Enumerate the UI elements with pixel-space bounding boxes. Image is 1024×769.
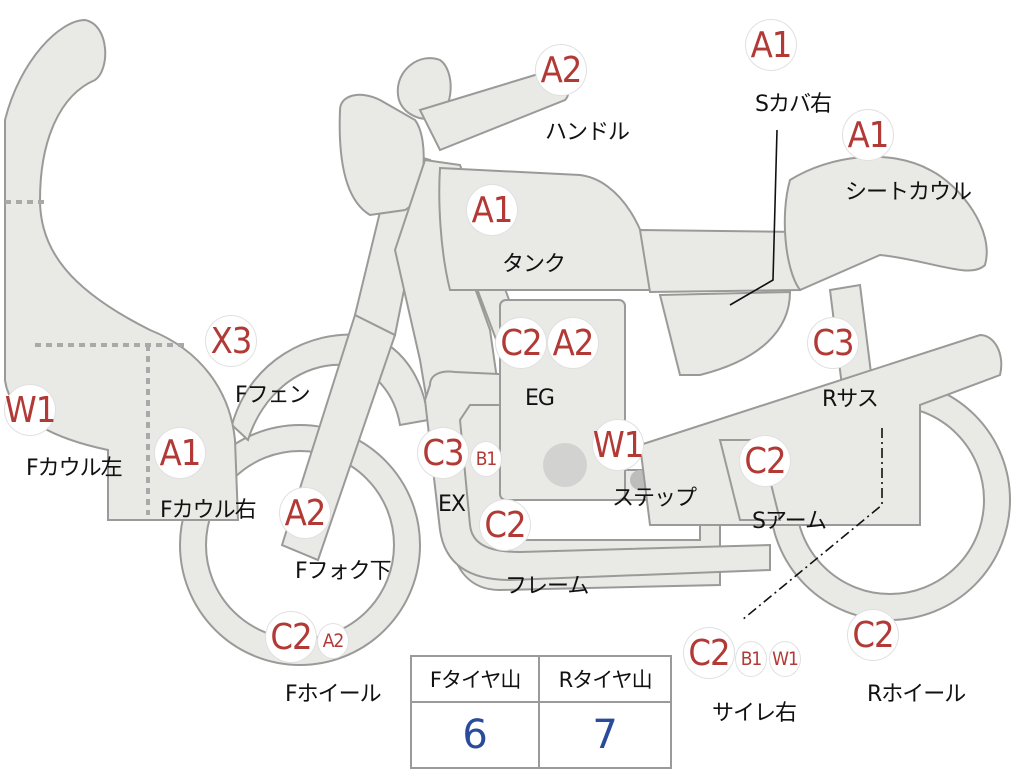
f-fender-label: Fフェン [235, 383, 311, 408]
seat-cowl-label: シートカウル [845, 180, 972, 205]
f-cowl-left-rating-badge: W1 [5, 385, 56, 435]
handle-label: ハンドル [545, 120, 630, 145]
s-cover-leader [729, 129, 778, 306]
eg-rating-badge-1: C2 [496, 318, 546, 368]
f-cowl-right-label: Fカウル右 [160, 498, 257, 523]
seat-cowl-rating-badge: A1 [843, 110, 893, 160]
muffler-right-rating-badge-3: W1 [770, 642, 800, 676]
muffler-leader [741, 428, 883, 621]
cowl-divider-bottom [35, 343, 188, 515]
r-sus-label: Rサス [822, 387, 879, 412]
front-cowl-shape [4, 18, 240, 521]
s-cover-right-rating-badge: A1 [746, 20, 796, 70]
f-wheel-label: Fホイール [285, 682, 382, 707]
tire-tread-table: Fタイヤ山 Rタイヤ山 6 7 [409, 655, 672, 769]
exhaust-shape [423, 370, 771, 582]
tank-label: タンク [502, 252, 566, 277]
r-tire-value: 7 [538, 701, 672, 769]
tank-rating-badge: A1 [467, 185, 517, 235]
frame-label: フレーム [505, 574, 589, 599]
side-cover-shape [658, 290, 792, 376]
muffler-right-rating-badge-1: C2 [684, 628, 734, 678]
seat-cowl-shape [783, 155, 988, 292]
r-tire-header: Rタイヤ山 [538, 655, 672, 703]
f-wheel-rating-badge-1: C2 [266, 612, 316, 662]
ex-label: EX [438, 492, 466, 517]
frame-rating-badge: C2 [480, 500, 530, 550]
ex-rating-badge-2: B1 [471, 442, 501, 476]
tire-table-value-row: 6 7 [409, 701, 672, 769]
s-cover-right-label: Sカバ右 [755, 92, 832, 117]
tire-table-header-row: Fタイヤ山 Rタイヤ山 [409, 655, 672, 703]
f-fork-lower-rating-badge: A2 [280, 488, 330, 538]
f-cowl-left-label: Fカウル左 [26, 456, 123, 481]
r-wheel-label: Rホイール [867, 682, 966, 707]
handle-rating-badge: A2 [536, 45, 586, 95]
step-rating-badge: W1 [593, 420, 644, 470]
s-arm-label: Sアーム [752, 509, 827, 534]
r-wheel-rating-badge: C2 [848, 610, 898, 660]
f-cowl-right-rating-badge: A1 [155, 428, 205, 478]
f-tire-value: 6 [409, 701, 541, 769]
eg-label: EG [525, 386, 555, 411]
f-fork-lower-label: Fフォク下 [295, 559, 392, 584]
r-sus-rating-badge: C3 [808, 318, 858, 368]
f-fender-rating-badge: X3 [206, 316, 256, 366]
ex-rating-badge-1: C3 [418, 428, 468, 478]
eg-rating-badge-2: A2 [548, 318, 598, 368]
engine-cover [543, 443, 587, 487]
muffler-right-label: サイレ右 [712, 701, 797, 726]
f-tire-header: Fタイヤ山 [409, 655, 541, 703]
step-label: ステップ [612, 486, 697, 511]
muffler-right-rating-badge-2: B1 [736, 642, 766, 676]
s-arm-rating-badge: C2 [740, 436, 790, 486]
f-wheel-rating-badge-2: A2 [318, 624, 348, 658]
seat-shape [638, 228, 801, 294]
